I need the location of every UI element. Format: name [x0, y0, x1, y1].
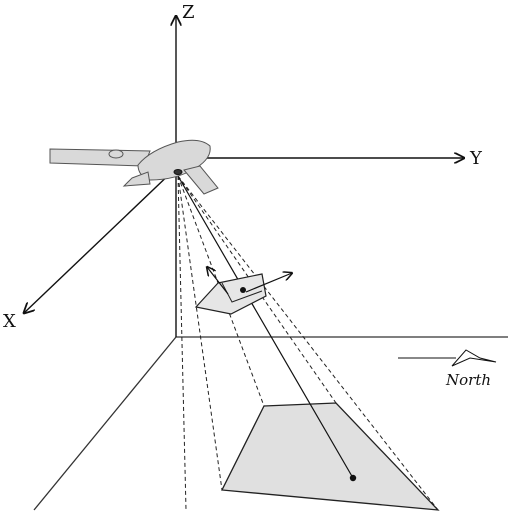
image-plane-arrow-right	[245, 273, 292, 293]
x-axis	[24, 167, 177, 313]
uav-aircraft-icon	[49, 139, 219, 195]
uav-tail-fin	[122, 171, 151, 187]
ground-footprint	[220, 402, 440, 511]
north-indicator: North	[398, 349, 497, 389]
optical-axis	[177, 175, 354, 479]
north-label: North	[445, 371, 491, 389]
ground-plane	[33, 336, 508, 511]
ray-right	[177, 175, 439, 511]
ground-center-point	[349, 474, 357, 482]
ground-left-edge	[33, 336, 177, 511]
image-plane-arrow-up	[207, 267, 229, 295]
z-axis-label: Z	[182, 2, 195, 23]
uav-camera	[173, 169, 183, 175]
x-axis-label: X	[3, 311, 16, 332]
uav-left-wing	[49, 148, 151, 167]
y-axis-label: Y	[469, 148, 483, 169]
north-arrow-icon	[451, 349, 497, 367]
ray-left	[177, 175, 223, 491]
uav-wing-pod	[108, 149, 124, 159]
image-plane	[194, 273, 267, 315]
image-plane-inner-line	[221, 282, 263, 303]
image-plane-center-point	[240, 287, 246, 293]
uav-right-wing	[183, 165, 219, 195]
